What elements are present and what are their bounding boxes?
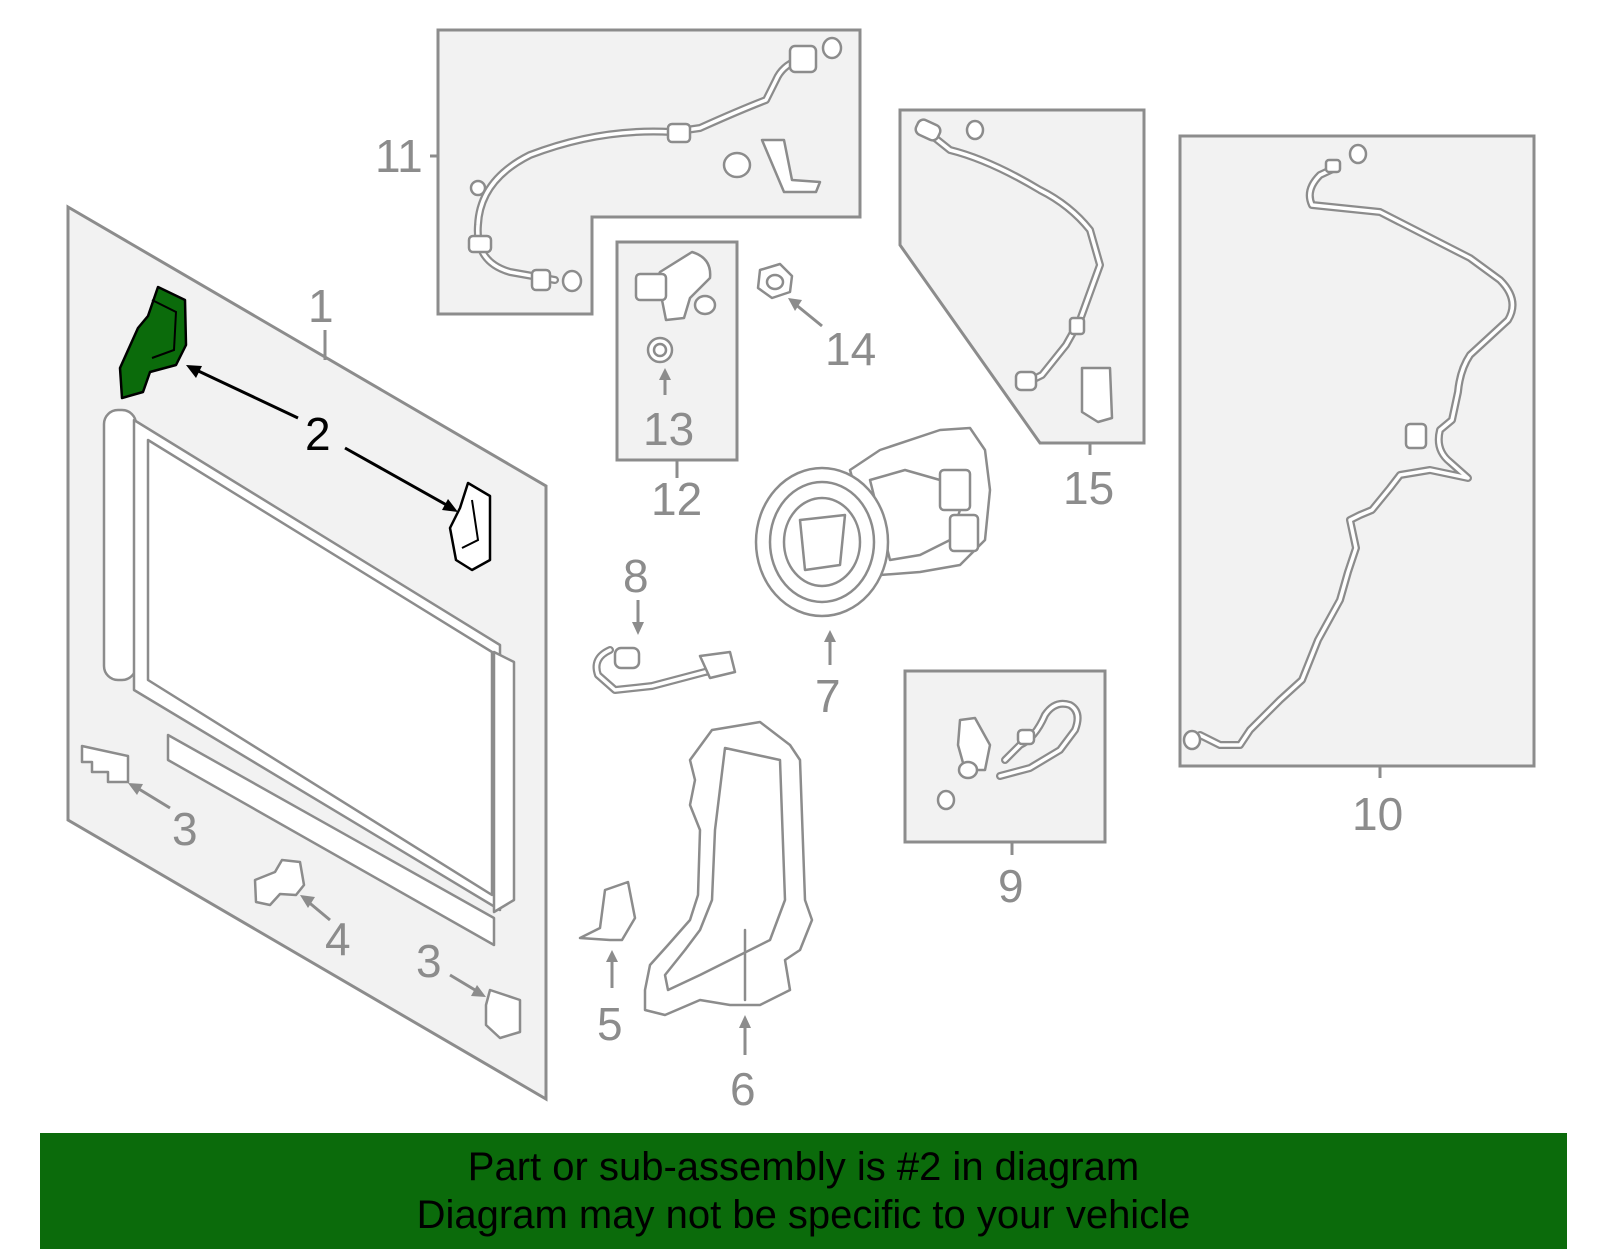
callout-3a[interactable]: 3 [172,803,198,855]
callout-13[interactable]: 13 [643,403,694,455]
condenser-core [102,408,516,947]
callout-10[interactable]: 10 [1352,788,1403,840]
callout-8[interactable]: 8 [623,550,649,602]
callout-15[interactable]: 15 [1063,462,1114,514]
callout-1[interactable]: 1 [308,280,334,332]
line-panel-10: 10 [1178,134,1536,840]
callout-5[interactable]: 5 [597,998,623,1050]
fitting-panel-12: 13 12 [615,240,739,525]
pipe-part-8: 8 [592,550,737,694]
callout-14[interactable]: 14 [825,323,876,375]
callout-6[interactable]: 6 [730,1063,756,1115]
bolt-part-4 [253,858,306,907]
pipe-panel-15: 15 [898,108,1146,514]
banner-line-part: Part or sub-assembly is #2 in diagram [467,1145,1140,1189]
bracket-part-5: 5 [578,880,637,1050]
callout-9[interactable]: 9 [998,860,1024,912]
notice-banner: Part or sub-assembly is #2 in diagram Di… [40,1133,1567,1249]
callout-12[interactable]: 12 [651,473,702,525]
clip-part-3-right [484,988,522,1040]
bracket-part-2-highlighted[interactable] [118,285,188,400]
nut-part-14: 14 [756,262,876,375]
callout-3b[interactable]: 3 [416,935,442,987]
callout-2[interactable]: 2 [305,408,331,460]
callout-11[interactable]: 11 [375,130,423,182]
compressor-part-7: 7 [754,426,992,722]
callout-4[interactable]: 4 [325,913,351,965]
bracket-part-2-outline[interactable] [448,481,492,572]
hose-panel-11: 11 [375,28,862,316]
hose-panel-9: 9 [903,669,1107,912]
condenser-panel: 1 2 3 [66,204,548,1102]
clip-part-3-left [80,744,130,784]
banner-line-disclaimer: Diagram may not be specific to your vehi… [416,1193,1191,1237]
air-guide-part-6: 6 [643,720,814,1115]
callout-7[interactable]: 7 [815,670,841,722]
